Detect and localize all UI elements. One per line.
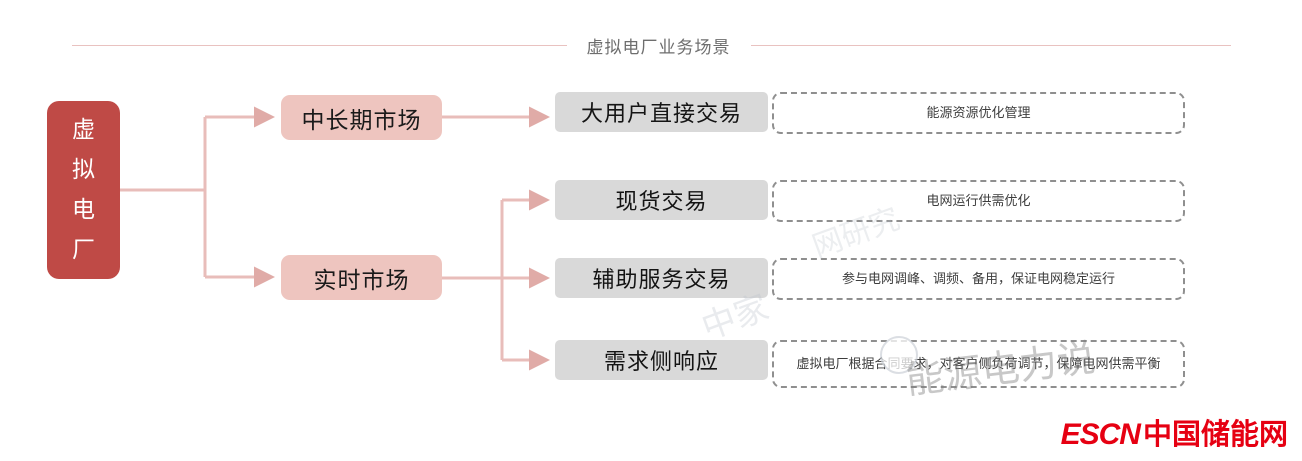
page-title: 虚拟电厂业务场景 [586, 37, 731, 58]
escn-logo-chinese: 中国储能网 [1142, 417, 1288, 451]
root-char-2: 电 [72, 197, 95, 223]
product-node-direct-trading[interactable]: 大用户直接交易 [555, 92, 768, 132]
description-box-energy-optimization: 能源资源优化管理 [772, 92, 1185, 134]
market-node-real-time[interactable]: 实时市场 [281, 255, 442, 300]
description-box-demand-response-detail: 虚拟电厂根据合同要求，对客户侧负荷调节，保障电网供需平衡 [772, 340, 1185, 388]
product-node-spot-trading[interactable]: 现货交易 [555, 180, 768, 220]
market-node-long-term[interactable]: 中长期市场 [281, 95, 442, 140]
root-char-0: 虚 [72, 117, 95, 143]
root-node-virtual-power-plant[interactable]: 虚 拟 电 厂 [47, 101, 120, 279]
product-node-ancillary-services[interactable]: 辅助服务交易 [555, 258, 768, 298]
description-box-ancillary-detail: 参与电网调峰、调频、备用，保证电网稳定运行 [772, 258, 1185, 300]
root-char-3: 厂 [72, 237, 95, 263]
description-box-grid-supply-demand: 电网运行供需优化 [772, 180, 1185, 222]
escn-logo: ESCN 中国储能网 [1061, 411, 1288, 453]
product-node-demand-response[interactable]: 需求侧响应 [555, 340, 768, 380]
escn-logo-latin: ESCN [1060, 418, 1141, 451]
root-char-1: 拟 [72, 157, 95, 183]
title-rule-right [750, 44, 1231, 46]
title-rule-left [71, 44, 567, 46]
diagram-title-row: 虚拟电厂业务场景 [0, 30, 1302, 60]
